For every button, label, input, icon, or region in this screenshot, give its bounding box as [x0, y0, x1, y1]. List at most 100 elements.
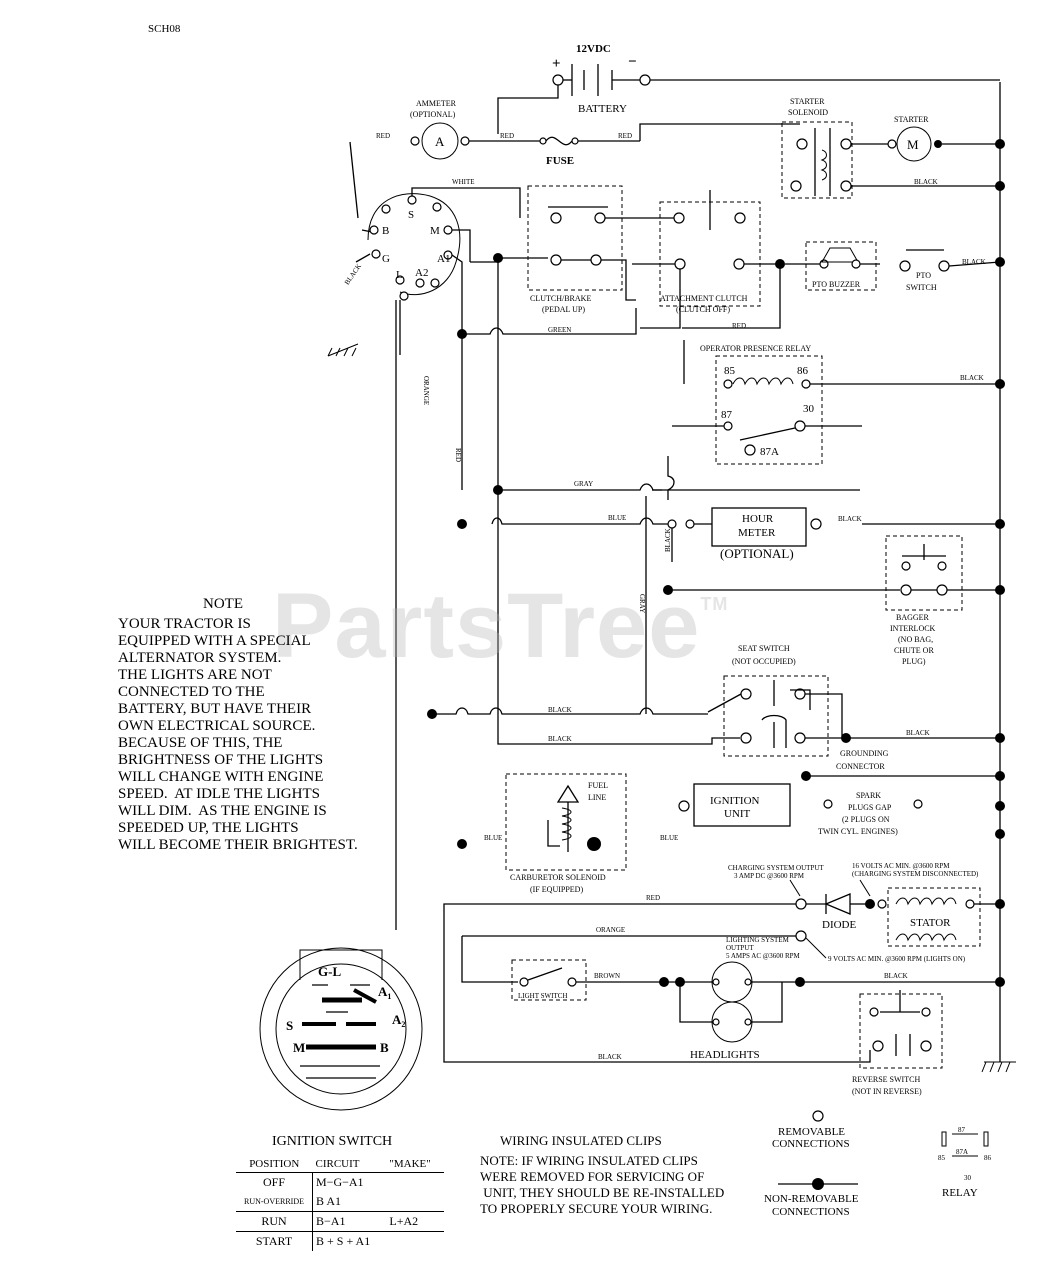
clips-line: WERE REMOVED FOR SERVICING OF — [480, 1169, 705, 1184]
attachment-clutch-line2: (CLUTCH OFF) — [676, 305, 730, 314]
face-gl: G-L — [318, 964, 341, 979]
bagger-line5: PLUG) — [902, 657, 926, 666]
ign-row-position: RUN — [236, 1211, 313, 1232]
bagger-line4: CHUTE OR — [894, 646, 934, 655]
charging-line1: CHARGING SYSTEM OUTPUT — [728, 864, 824, 872]
wire-label-black-ground: BLACK — [906, 729, 930, 737]
ignition-switch-face: G-L A1 A2 S M B — [259, 947, 423, 1111]
note-line: BRIGHTNESS OF THE LIGHTS — [118, 752, 324, 768]
pto-switch: PTO SWITCH BLACK — [899, 249, 1001, 292]
stator-label: STATOR — [910, 917, 951, 929]
fuse-label: FUSE — [546, 155, 574, 167]
note-line: WILL CHANGE WITH ENGINE — [118, 769, 324, 785]
clutch-brake-line1: CLUTCH/BRAKE — [530, 294, 591, 303]
volts-ac-line2: (CHARGING SYSTEM DISCONNECTED) — [852, 870, 979, 878]
face-s: S — [286, 1018, 293, 1033]
spark-line2: PLUGS GAP — [848, 803, 892, 812]
operator-presence-relay: OPERATOR PRESENCE RELAY 85 86 BLACK 87 3… — [672, 340, 1000, 465]
hour-meter-line1: HOUR — [742, 513, 774, 525]
ignition-unit-line1: IGNITION — [710, 795, 760, 807]
fuse: FUSE — [539, 136, 640, 167]
battery-voltage: 12VDC — [576, 43, 611, 55]
ign-row-circuit: M−G−A1 — [316, 1175, 364, 1189]
doc-code: SCH08 — [148, 23, 181, 35]
light-switch-label: LIGHT SWITCH — [518, 992, 567, 1000]
carb-fuel2: LINE — [588, 793, 606, 802]
face-b: B — [380, 1040, 389, 1055]
charging-system: CHARGING SYSTEM OUTPUT 3 AMP DC @3600 RP… — [443, 862, 979, 932]
reverse-switch: REVERSE SWITCH (NOT IN REVERSE) — [852, 990, 943, 1096]
note-line: YOUR TRACTOR IS — [118, 616, 251, 632]
note-line: SPEED. AT IDLE THE LIGHTS — [118, 786, 320, 802]
ign-row-position: START — [236, 1231, 313, 1251]
note-line: ALTERNATOR SYSTEM. — [118, 650, 282, 666]
wire-label-black-ign: BLACK — [343, 262, 363, 286]
ignition-switch-title: IGNITION SWITCH — [272, 1134, 393, 1149]
ign-terminal-b: B — [382, 225, 389, 237]
carb-line2: (IF EQUIPPED) — [530, 885, 583, 894]
clips-line: NOTE: IF WIRING INSULATED CLIPS — [480, 1153, 698, 1168]
table-row: START B + S + A1 — [236, 1231, 444, 1251]
bagger-line1: BAGGER — [896, 613, 930, 622]
lighting-circuit: ORANGE LIGHTING SYSTEM OUTPUT 5 AMPS AC … — [461, 926, 966, 983]
lighting-line3: 5 AMPS AC @3600 RPM — [726, 952, 801, 960]
ign-header-circuit: CIRCUIT — [312, 1156, 387, 1173]
seat-switch: SEAT SWITCH (NOT OCCUPIED) — [707, 644, 829, 757]
ign-row-extra — [386, 1173, 444, 1193]
clutch-brake-line2: (PEDAL UP) — [542, 305, 585, 314]
ign-row-circuit: B−A1 — [312, 1211, 387, 1232]
ign-header-position: POSITION — [236, 1156, 313, 1173]
bagger-line2: INTERLOCK — [890, 624, 936, 633]
ign-terminal-g: G — [382, 253, 390, 265]
ign-row-extra — [386, 1192, 444, 1212]
grounding-line1: GROUNDING — [840, 749, 889, 758]
starter-motor: STARTER M — [887, 115, 1000, 162]
battery-plus: + — [552, 56, 561, 72]
wire-label-red-clutch: RED — [732, 322, 746, 330]
relay-legend-label: RELAY — [942, 1187, 978, 1199]
spark-line1: SPARK — [856, 791, 881, 800]
note-line: OWN ELECTRICAL SOURCE. — [118, 718, 316, 734]
clips-line: TO PROPERLY SECURE YOUR WIRING. — [480, 1201, 713, 1216]
relay-legend-30: 30 — [964, 1174, 972, 1182]
hour-meter-line2: METER — [738, 527, 776, 539]
wire-label-black-starter: BLACK — [914, 178, 938, 186]
legend-nonremovable2: CONNECTIONS — [772, 1206, 850, 1218]
wire-label-orange-light: ORANGE — [596, 926, 625, 934]
opr-87a: 87A — [760, 446, 779, 458]
opr-30: 30 — [803, 403, 815, 415]
starter-solenoid-line2: SOLENOID — [788, 108, 828, 117]
ign-row-circuit: B + S + A1 — [316, 1234, 371, 1248]
ign-row-extra: L+A2 — [386, 1211, 444, 1232]
headlights-label: HEADLIGHTS — [690, 1049, 760, 1061]
light-switch: LIGHT SWITCH BROWN — [511, 959, 680, 1001]
battery-minus: − — [628, 54, 637, 70]
ign-terminal-a1: A1 — [437, 253, 450, 265]
wire-label-black-pto: BLACK — [962, 258, 986, 266]
charging-line2: 3 AMP DC @3600 RPM — [734, 872, 805, 880]
note-line: BATTERY, BUT HAVE THEIR — [118, 701, 312, 717]
wire-label-red-vert: RED — [454, 448, 462, 462]
wire-label-orange-vert: ORANGE — [422, 376, 430, 405]
note-line: BECAUSE OF THIS, THE — [118, 735, 283, 751]
note-line: CONNECTED TO THE — [118, 684, 265, 700]
hour-meter: HOUR METER (OPTIONAL) BLACK — [711, 507, 862, 561]
wire-label-black-seat2: BLACK — [548, 735, 572, 743]
pto-buzzer: PTO BUZZER — [785, 241, 880, 291]
legend-removable2: CONNECTIONS — [772, 1138, 850, 1150]
carburetor-solenoid: FUEL LINE CARBURETOR SOLENOID (IF EQUIPP… — [505, 773, 627, 894]
stator: STATOR — [877, 887, 1000, 947]
wire-label-red-left: RED — [376, 132, 390, 140]
ign-terminal-m: M — [430, 225, 440, 237]
face-m: M — [293, 1040, 305, 1055]
spark-plugs: SPARK PLUGS GAP (2 PLUGS ON TWIN CYL. EN… — [818, 791, 923, 836]
seat-switch-line1: SEAT SWITCH — [738, 644, 790, 653]
face-a1: A1 — [378, 984, 391, 1001]
face-a2: A2 — [392, 1012, 405, 1029]
ign-header-make: "MAKE" — [386, 1156, 444, 1173]
clips-title: WIRING INSULATED CLIPS — [500, 1133, 662, 1148]
opr-86: 86 — [797, 365, 809, 377]
opr-87: 87 — [721, 409, 733, 421]
